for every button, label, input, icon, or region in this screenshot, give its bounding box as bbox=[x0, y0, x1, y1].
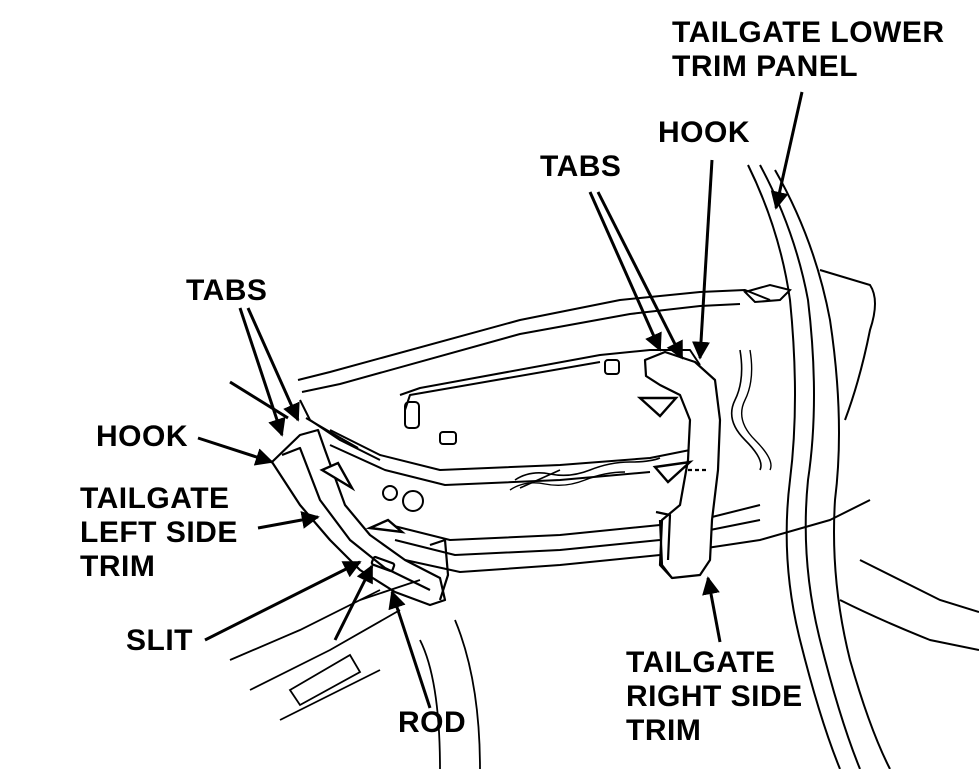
right-pillar bbox=[743, 164, 979, 769]
clip-triangles bbox=[319, 396, 694, 534]
label-line: TRIM bbox=[80, 550, 156, 583]
label-line: TAILGATE bbox=[626, 646, 776, 679]
label-tabs-right: TABS bbox=[540, 150, 622, 183]
arrow-slit-b bbox=[333, 564, 374, 641]
tailgate-right-side-trim bbox=[643, 350, 722, 580]
label-line: TRIM bbox=[626, 714, 702, 747]
arrow-hook-left bbox=[197, 436, 274, 466]
label-tailgate-lower-trim-panel: TAILGATE LOWER TRIM PANEL bbox=[672, 16, 945, 84]
arrow-right-side-trim bbox=[702, 576, 722, 643]
floor-area bbox=[229, 579, 481, 769]
tab-pointer bbox=[229, 380, 289, 420]
label-tailgate-right-side-trim: TAILGATE RIGHT SIDE TRIM bbox=[626, 646, 803, 748]
arrow-rod bbox=[388, 590, 432, 709]
arrow-tabs-right-b bbox=[596, 191, 684, 360]
label-line: TRIM PANEL bbox=[672, 50, 859, 83]
tailgate-left-side-trim bbox=[270, 428, 450, 607]
triangle-marker bbox=[652, 460, 694, 484]
arrow-tabs-left-a bbox=[238, 307, 286, 437]
label-tabs-left: TABS bbox=[186, 274, 268, 307]
arrow-hook-right bbox=[691, 159, 714, 360]
arrow-slit-a bbox=[204, 560, 362, 642]
label-line: TAILGATE LOWER bbox=[672, 16, 945, 49]
arrow-tabs-left-b bbox=[246, 307, 300, 422]
label-line: LEFT SIDE bbox=[80, 516, 238, 549]
label-line: RIGHT SIDE bbox=[626, 680, 803, 713]
arrow-lower-trim-panel bbox=[770, 91, 804, 210]
arrow-tabs-right-a bbox=[588, 191, 662, 352]
label-hook-left: HOOK bbox=[96, 420, 188, 453]
label-line: TAILGATE bbox=[80, 482, 230, 515]
label-slit: SLIT bbox=[126, 624, 193, 657]
triangle-marker bbox=[319, 461, 356, 492]
triangle-marker bbox=[636, 396, 679, 418]
label-rod: ROD bbox=[398, 706, 467, 739]
label-hook-right: HOOK bbox=[658, 116, 750, 149]
arrow-left-side-trim bbox=[257, 511, 320, 530]
label-tailgate-left-side-trim: TAILGATE LEFT SIDE TRIM bbox=[80, 482, 238, 584]
leader-arrows bbox=[197, 91, 804, 709]
triangle-marker bbox=[365, 518, 406, 534]
